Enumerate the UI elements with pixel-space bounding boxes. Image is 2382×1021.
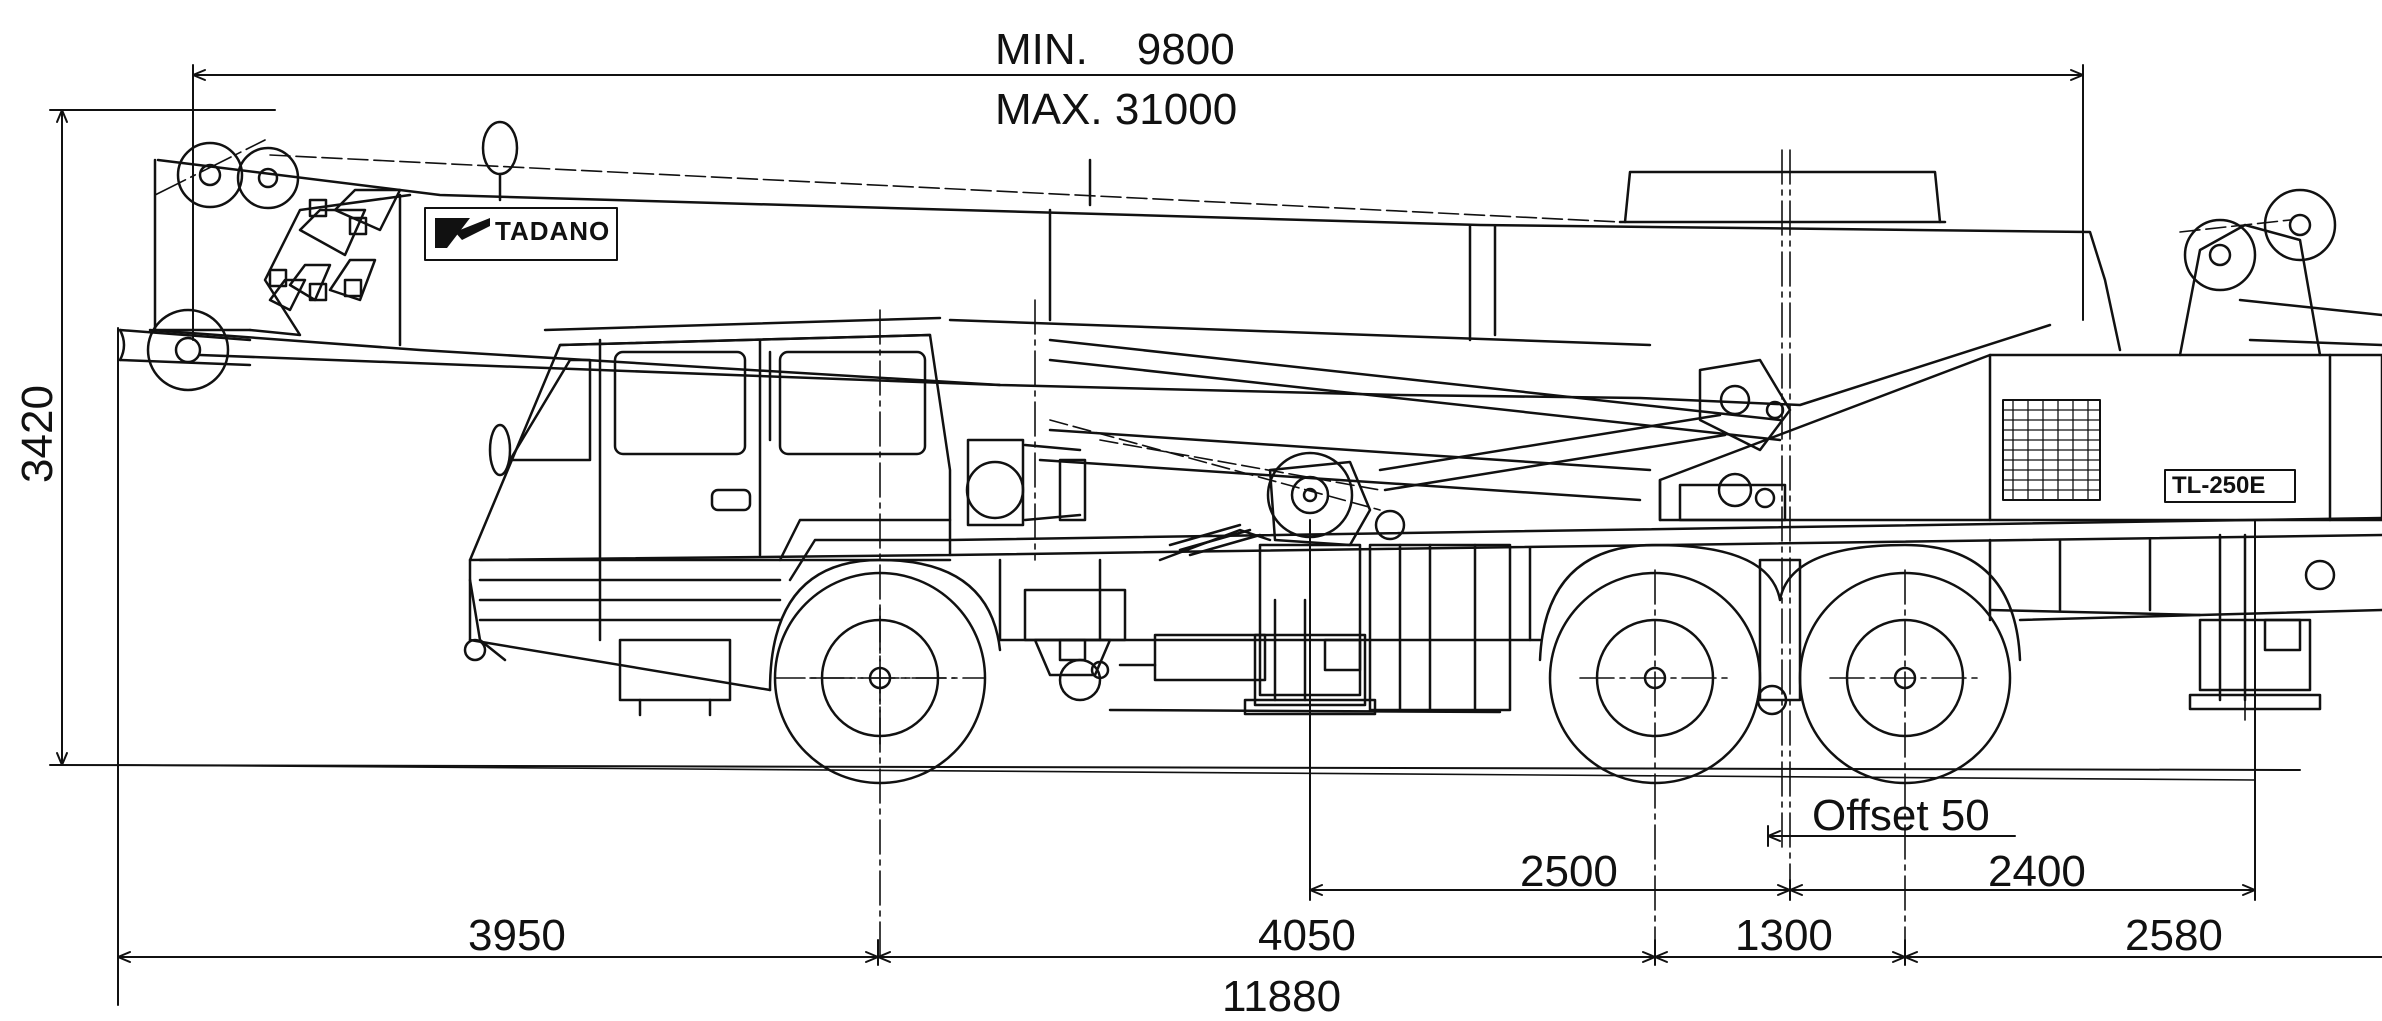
model-plate: TL-250E <box>2172 472 2266 499</box>
boom-linkage <box>1038 338 1792 547</box>
superstructure-house <box>1658 188 2382 522</box>
carrier-chassis <box>768 438 2382 716</box>
rear-wheel-2 <box>1798 571 2012 785</box>
dim-4050: 4050 <box>1258 911 1356 960</box>
dim-3950: 3950 <box>468 911 566 960</box>
dim-2500: 2500 <box>1520 847 1618 896</box>
dim-2580: 2580 <box>2125 911 2223 960</box>
offset-label: Offset 50 <box>1812 791 1990 840</box>
boom-min-text: MIN. <box>995 25 1088 74</box>
height-dimension: 3420 <box>13 374 62 494</box>
telescopic-boom <box>118 120 2291 407</box>
dim-2400: 2400 <box>1988 847 2086 896</box>
dim-overall: 11880 <box>1222 972 1342 1021</box>
dim-1300: 1300 <box>1735 911 1833 960</box>
height-value: 3420 <box>13 385 62 483</box>
rear-wheel-1 <box>1548 571 1762 785</box>
front-wheel <box>773 571 987 785</box>
boom-max-label: MAX. 31000 <box>995 88 1237 132</box>
boom-max-value: 31000 <box>1114 85 1238 134</box>
tadano-logo: TADANO <box>495 216 611 246</box>
boom-min-label: MIN. 9800 <box>995 28 1235 72</box>
ground-line <box>117 764 2256 781</box>
boom-max-text: MAX. <box>995 85 1103 134</box>
driver-cab <box>463 316 952 717</box>
boom-min-value: 9800 <box>1136 25 1235 74</box>
